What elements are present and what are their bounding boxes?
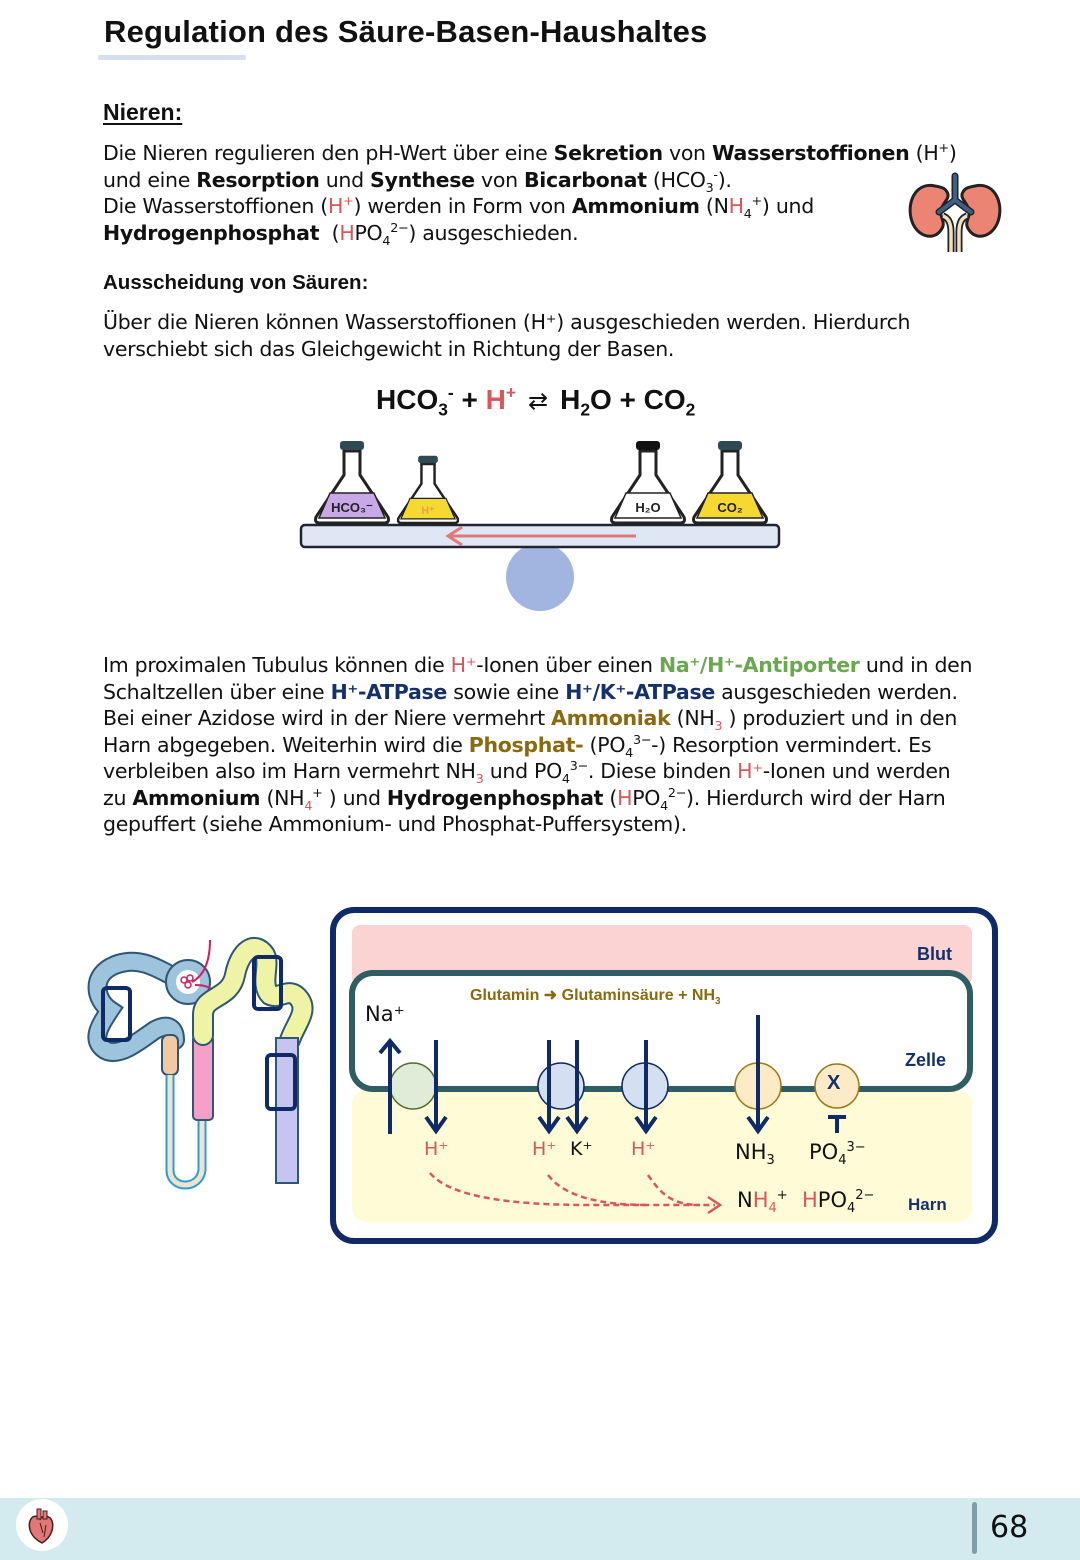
tubulus-line: Im proximalen Tubulus können die H⁺-Ione… [103, 653, 973, 677]
shift-arrow-icon [445, 525, 636, 547]
tubulus-paragraph: Im proximalen Tubulus können die H⁺-Ione… [103, 652, 972, 838]
page-number-divider [972, 1502, 977, 1554]
label-glutamine-reaction: Glutamin ➜ Glutaminsäure + NH3 [470, 987, 721, 1008]
flask-1: H⁺ [396, 455, 460, 525]
tubulus-line: gepuffert (siehe Ammonium- und Phosphat-… [103, 812, 687, 836]
label-zelle: Zelle [905, 1050, 947, 1070]
intro-line-3: Die Wasserstoffionen (H+) werden in Form… [103, 193, 814, 222]
flask-label: H⁺ [421, 505, 435, 517]
balance-scale-illustration: HCO₃⁻ H⁺ H₂O CO₂ [299, 441, 781, 611]
flask-3: CO₂ [692, 441, 768, 525]
label-harn: Harn [908, 1195, 947, 1214]
flask-2: H₂O [610, 441, 686, 525]
intro-line-1: Die Nieren regulieren den pH-Wert über e… [103, 140, 957, 165]
highlight-collecting-duct [265, 1053, 297, 1111]
label-hpo4: HPO42− [802, 1188, 875, 1217]
label-h-2: H⁺ [532, 1138, 557, 1160]
flask-0: HCO₃⁻ [314, 441, 390, 525]
flask-label: H₂O [635, 500, 660, 515]
label-nh4: NH4+ [737, 1188, 788, 1217]
tubulus-line: Bei einer Azidose wird in der Niere verm… [103, 706, 958, 734]
section-heading-nieren: Nieren: [103, 99, 183, 125]
label-blut: Blut [917, 944, 952, 964]
label-na: Na⁺ [365, 1002, 405, 1026]
intro-paragraph: Die Nieren regulieren den pH-Wert über e… [103, 140, 957, 246]
page-number: 68 [990, 1510, 1029, 1545]
label-k: K⁺ [570, 1138, 593, 1160]
intro-line-4: Hydrogenphosphat (HPO42−) ausgeschieden. [103, 219, 579, 248]
footer-logo [16, 1499, 68, 1551]
urine-compartment [352, 1090, 972, 1222]
highlight-proximal-tubule [101, 986, 132, 1042]
label-nh3: NH3 [735, 1140, 775, 1169]
heart-icon [28, 1508, 54, 1544]
tubulus-line: zu Ammonium (NH4+ ) und Hydrogenphosphat… [103, 784, 946, 813]
tubulus-line: Harn abgegeben. Weiterhin wird die Phosp… [103, 731, 932, 760]
equilibrium-equation: HCO3- + H+⇄H2O + CO2 [376, 382, 696, 420]
transport-diagram-frame [330, 907, 998, 1244]
footer-bar [0, 1498, 1080, 1560]
inhibition-x-icon: X [827, 1072, 841, 1094]
label-po4: PO43− [809, 1140, 866, 1169]
na-h-antiporter [389, 1062, 437, 1110]
highlight-distal-tubule [252, 955, 283, 1011]
section-heading-ausscheidung: Ausscheidung von Säuren: [103, 271, 369, 294]
nephron-illustration [87, 937, 314, 1190]
title-underline [98, 55, 246, 60]
ausscheidung-line-2: verschiebt sich das Gleichgewicht in Ric… [103, 336, 675, 361]
balance-pivot [506, 543, 574, 611]
label-h-3: H⁺ [631, 1138, 656, 1160]
intro-line-2: und eine Resorption und Synthese von Bic… [103, 166, 732, 195]
label-h-1: H⁺ [424, 1138, 449, 1160]
phosphate-transporter-blocked [814, 1063, 860, 1109]
kidney-icon [908, 172, 1002, 252]
page-title: Regulation des Säure-Basen-Haushaltes [104, 14, 708, 49]
ausscheidung-line-1: Über die Nieren können Wasserstoffionen … [103, 310, 911, 334]
transport-arrows-layer [378, 1015, 860, 1215]
flask-label: HCO₃⁻ [331, 500, 373, 515]
flask-label: CO₂ [717, 500, 743, 515]
tubulus-line: Schaltzellen über eine H⁺-ATPase sowie e… [103, 679, 958, 704]
equilibrium-arrow-icon: ⇄ [527, 388, 549, 415]
ausscheidung-paragraph: Über die Nieren können Wasserstoffionen … [103, 309, 911, 362]
tubulus-line: verbleiben also im Harn vermehrt NH3 und… [103, 758, 951, 787]
